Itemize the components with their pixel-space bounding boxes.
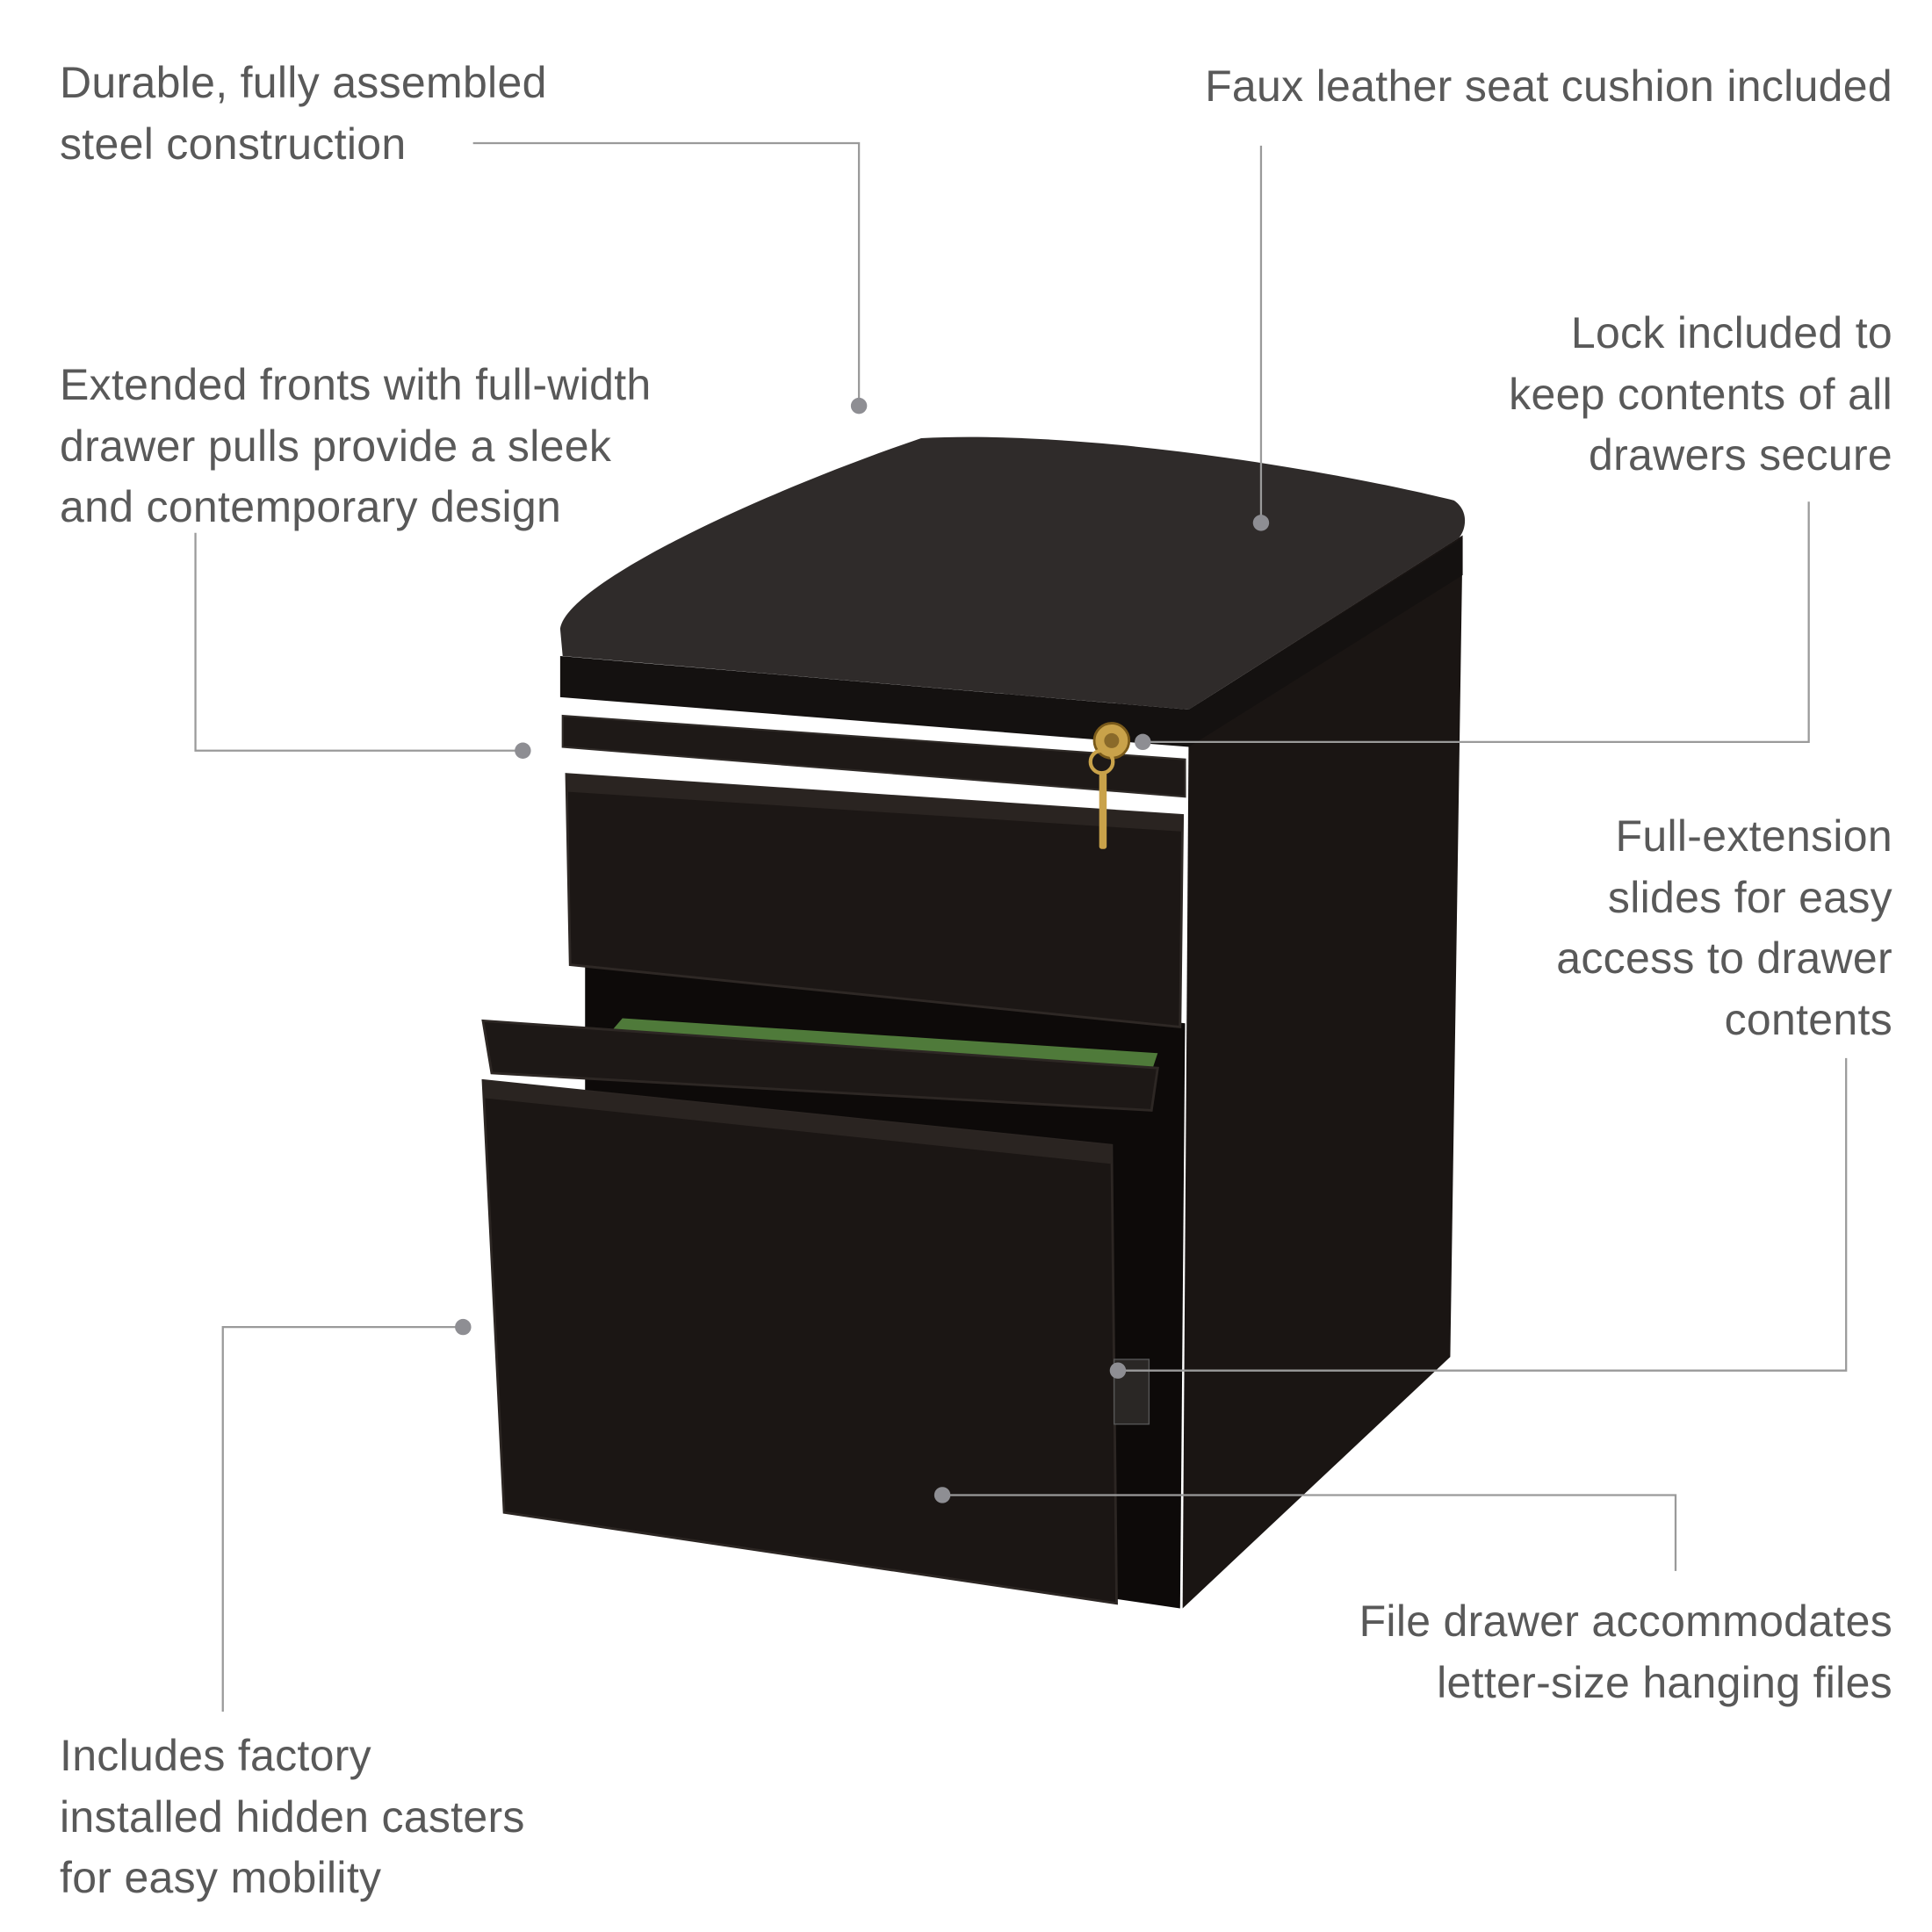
leader-lock: [1143, 501, 1810, 743]
callout-extended-fronts: Extended fronts with full-width drawer p…: [60, 355, 652, 538]
callout-line: Includes factory: [60, 1731, 371, 1780]
callout-line: letter-size hanging files: [1437, 1657, 1892, 1707]
callout-line: Lock included to: [1570, 308, 1892, 357]
callout-line: drawers secure: [1589, 430, 1892, 479]
callout-steel-construction: Durable, fully assembled steel construct…: [60, 53, 547, 175]
callout-line: Faux leather seat cushion included: [1205, 61, 1892, 111]
dot-slides: [1109, 1362, 1127, 1379]
dot-cushion: [1252, 515, 1270, 531]
callout-dots: [455, 397, 1270, 1503]
callout-line: for easy mobility: [60, 1853, 382, 1902]
callout-line: Full-extension: [1615, 811, 1892, 861]
cabinet-side-panel: [1182, 535, 1463, 1609]
callout-line: drawer pulls provide a sleek: [60, 421, 612, 471]
callout-line: Durable, fully assembled: [60, 58, 547, 107]
callout-line: contents: [1724, 994, 1892, 1044]
leader-fronts: [194, 532, 523, 752]
callout-full-extension-slides: Full-extension slides for easy access to…: [1556, 806, 1892, 1050]
callout-seat-cushion: Faux leather seat cushion included: [1205, 56, 1892, 118]
callout-line: File drawer accommodates: [1359, 1597, 1892, 1646]
file-drawer-pull: [483, 1080, 1112, 1164]
file-drawer-front: [481, 1078, 1118, 1605]
top-drawer-pull: [566, 774, 1183, 832]
callout-line: and contemporary design: [60, 482, 562, 531]
dot-file-drawer: [934, 1487, 951, 1503]
callout-line: installed hidden casters: [60, 1791, 525, 1842]
file-drawer-lip: [481, 1019, 1159, 1112]
seat-cushion: [559, 436, 1466, 710]
callout-line: Extended fronts with full-width: [60, 360, 652, 409]
leader-file-drawer: [942, 1494, 1677, 1571]
leader-casters: [221, 1325, 464, 1712]
leader-lines: [194, 141, 1848, 1712]
callout-line: slides for easy: [1607, 872, 1892, 922]
callout-line: keep contents of all: [1509, 369, 1892, 419]
lock-icon: [1088, 722, 1131, 849]
callout-line: steel construction: [60, 119, 407, 169]
mobile-pedestal-cabinet: [481, 436, 1466, 1609]
top-frame-band: [561, 714, 1186, 798]
leader-slides: [1117, 1057, 1848, 1372]
callout-hidden-casters: Includes factory installed hidden caster…: [60, 1726, 525, 1909]
callout-line: access to drawer: [1556, 934, 1892, 983]
dot-lock: [1135, 733, 1151, 751]
dot-fronts: [515, 742, 531, 759]
leader-steel: [472, 141, 861, 405]
dot-casters: [455, 1318, 472, 1336]
callout-lock: Lock included to keep contents of all dr…: [1509, 303, 1892, 487]
callout-file-drawer: File drawer accommodates letter-size han…: [1359, 1591, 1892, 1713]
dot-steel: [850, 397, 868, 415]
cushion-base: [559, 537, 1463, 747]
